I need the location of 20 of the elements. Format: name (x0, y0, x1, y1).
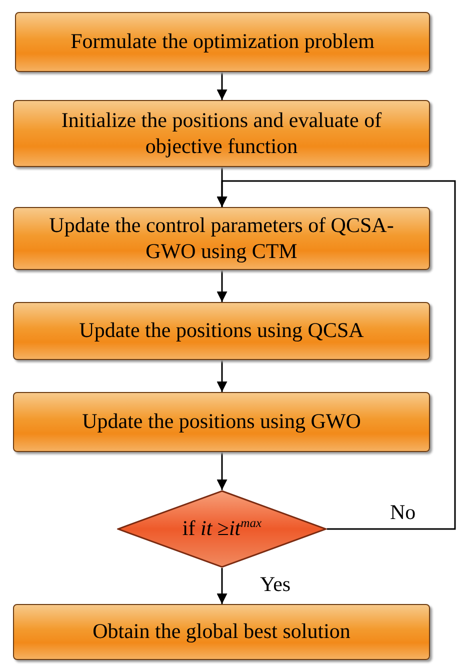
process-box (13, 392, 430, 452)
step-text: Initialize the positions and evaluate of objective function (60, 108, 383, 159)
process-box (13, 302, 430, 360)
process-box (13, 207, 430, 270)
arrow (216, 452, 228, 490)
process-box (13, 604, 430, 660)
step-text: Obtain the global best solution (92, 619, 352, 645)
process-box (13, 100, 430, 167)
arrow (216, 180, 456, 530)
step-text: Update the positions using GWO (81, 409, 362, 435)
arrow (216, 270, 228, 302)
step-text: Update the positions using QCSA (78, 318, 365, 344)
arrow (216, 72, 228, 100)
arrow (216, 568, 228, 604)
arrow (216, 360, 228, 392)
step-text: if it ≥it$^{max}$ (181, 516, 263, 542)
step-text: Formulate the optimization problem (70, 29, 376, 55)
process-box (15, 12, 430, 72)
step-text: Update the control parameters of QCSA-GWO using CTM (48, 213, 395, 264)
decision-diamond (117, 490, 327, 568)
